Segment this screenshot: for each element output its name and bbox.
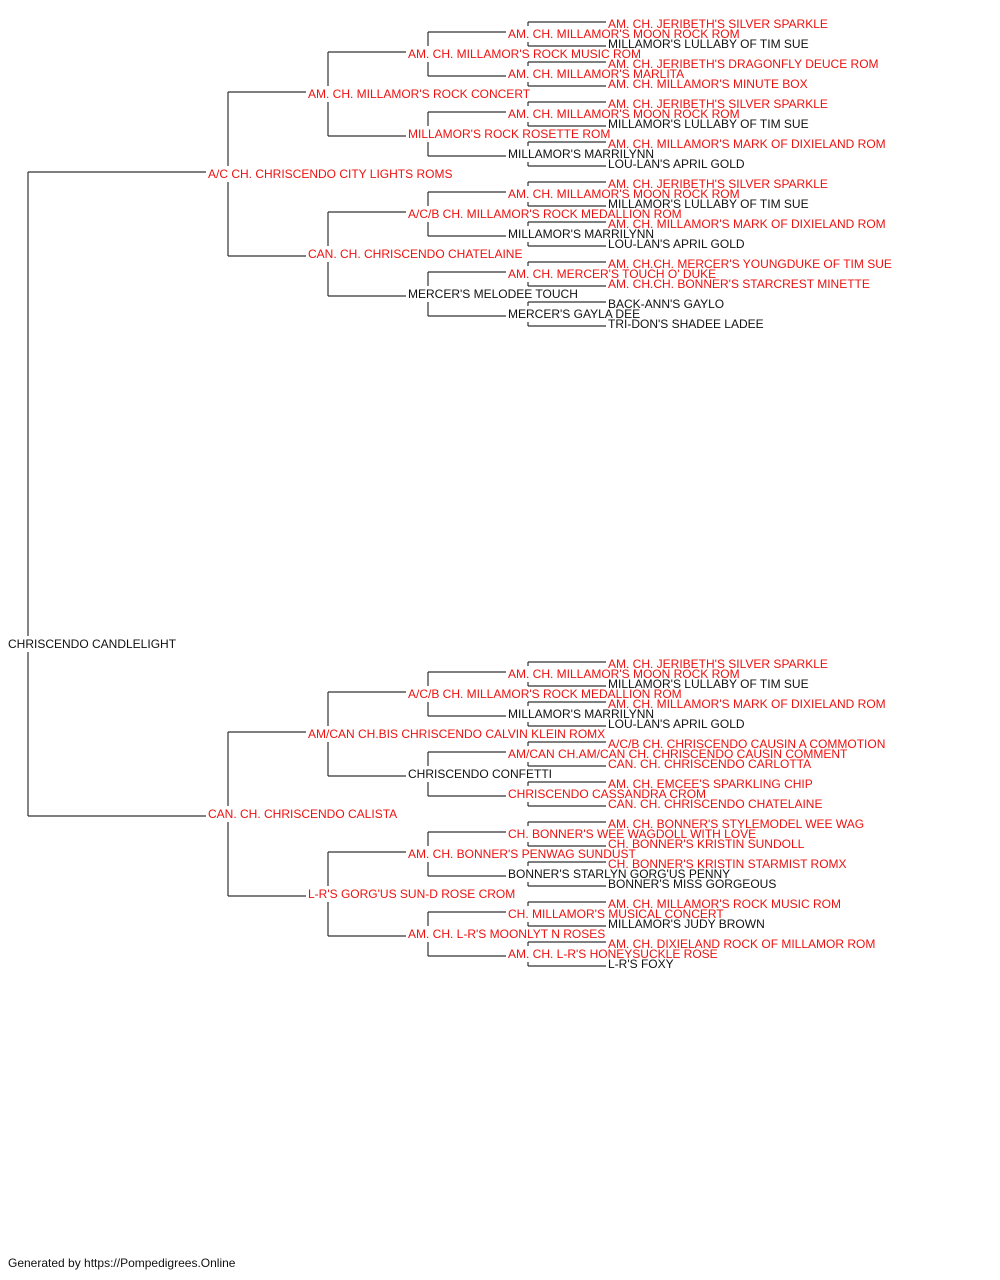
gen4-sire-name: CH. BONNER'S WEE WAGDOLL WITH LOVE xyxy=(508,827,757,841)
gen5-dam-name: CH. BONNER'S KRISTIN SUNDOLL xyxy=(608,837,805,851)
gen5-sire-name: AM. CH. MILLAMOR'S MARK OF DIXIELAND ROM xyxy=(608,137,886,151)
gen2-sire-name: AM. CH. MILLAMOR'S ROCK CONCERT xyxy=(308,87,531,101)
gen5-sire-name: AM. CH. MILLAMOR'S ROCK MUSIC ROM xyxy=(608,897,841,911)
gen2-dam-name: L-R'S GORG'US SUN-D ROSE CROM xyxy=(308,887,516,901)
gen5-dam-name: MILLAMOR'S LULLABY OF TIM SUE xyxy=(608,197,809,211)
gen4-sire-name: AM. CH. MILLAMOR'S MOON ROCK ROM xyxy=(508,667,740,681)
gen4-dam-name: CHRISCENDO CASSANDRA CROM xyxy=(508,787,707,801)
gen5-sire-name: AM. CH. JERIBETH'S SILVER SPARKLE xyxy=(608,97,828,111)
gen5-dam-name: MILLAMOR'S LULLABY OF TIM SUE xyxy=(608,37,809,51)
gen5-sire-name: AM. CH. EMCEE'S SPARKLING CHIP xyxy=(608,777,813,791)
gen5-sire-name: AM. CH. JERIBETH'S SILVER SPARKLE xyxy=(608,177,828,191)
gen3-dam-name: AM. CH. L-R'S MOONLYT N ROSES xyxy=(408,927,606,941)
gen5-sire-name: AM. CH. JERIBETH'S SILVER SPARKLE xyxy=(608,17,828,31)
gen5-sire-name: AM. CH. JERIBETH'S SILVER SPARKLE xyxy=(608,657,828,671)
gen4-sire-name: CH. MILLAMOR'S MUSICAL CONCERT xyxy=(508,907,724,921)
gen4-dam-name: MILLAMOR'S MARRILYNN xyxy=(508,147,655,161)
gen3-dam-name: MERCER'S MELODEE TOUCH xyxy=(408,287,578,301)
gen4-dam-name: BONNER'S STARLYN GORG'US PENNY xyxy=(508,867,731,881)
gen3-sire-name: AM. CH. MILLAMOR'S ROCK MUSIC ROM xyxy=(408,47,641,61)
gen4-sire-name: AM. CH. MILLAMOR'S MOON ROCK ROM xyxy=(508,27,740,41)
gen4-dam-name: MILLAMOR'S MARRILYNN xyxy=(508,707,655,721)
gen5-dam-name: MILLAMOR'S LULLABY OF TIM SUE xyxy=(608,117,809,131)
gen2-dam-name: CAN. CH. CHRISCENDO CHATELAINE xyxy=(308,247,523,261)
gen5-dam-name: BONNER'S MISS GORGEOUS xyxy=(608,877,777,891)
gen5-sire-name: AM. CH. MILLAMOR'S MARK OF DIXIELAND ROM xyxy=(608,697,886,711)
gen3-sire-name: A/C/B CH. MILLAMOR'S ROCK MEDALLION ROM xyxy=(408,687,682,701)
gen1-dam-name: CAN. CH. CHRISCENDO CALISTA xyxy=(208,807,398,821)
gen4-dam-name: MERCER'S GAYLA DEE xyxy=(508,307,641,321)
gen5-dam-name: CAN. CH. CHRISCENDO CARLOTTA xyxy=(608,757,812,771)
gen5-dam-name: MILLAMOR'S JUDY BROWN xyxy=(608,917,765,931)
gen1-sire-name: A/C CH. CHRISCENDO CITY LIGHTS ROMS xyxy=(208,167,453,181)
gen4-sire-name: AM. CH. MILLAMOR'S MOON ROCK ROM xyxy=(508,107,740,121)
gen5-sire-name: AM. CH.CH. MERCER'S YOUNGDUKE OF TIM SUE xyxy=(608,257,892,271)
gen4-dam-name: AM. CH. MILLAMOR'S MARLITA xyxy=(508,67,685,81)
gen3-dam-name: CHRISCENDO CONFETTI xyxy=(408,767,552,781)
generated-by-footer: Generated by https://Pompedigrees.Online xyxy=(8,1256,236,1270)
gen5-dam-name: L-R'S FOXY xyxy=(608,957,674,971)
gen5-sire-name: AM. CH. JERIBETH'S DRAGONFLY DEUCE ROM xyxy=(608,57,879,71)
gen4-sire-name: AM/CAN CH.AM/CAN CH. CHRISCENDO CAUSIN C… xyxy=(508,747,848,761)
gen4-dam-name: AM. CH. L-R'S HONEYSUCKLE ROSE xyxy=(508,947,718,961)
gen4-sire-name: AM. CH. MILLAMOR'S MOON ROCK ROM xyxy=(508,187,740,201)
gen5-sire-name: AM. CH. MILLAMOR'S MARK OF DIXIELAND ROM xyxy=(608,217,886,231)
gen5-dam-name: AM. CH. MILLAMOR'S MINUTE BOX xyxy=(608,77,808,91)
gen5-sire-name: A/C/B CH. CHRISCENDO CAUSIN A COMMOTION xyxy=(608,737,886,751)
gen5-dam-name: MILLAMOR'S LULLABY OF TIM SUE xyxy=(608,677,809,691)
gen2-sire-name: AM/CAN CH.BIS CHRISCENDO CALVIN KLEIN RO… xyxy=(308,727,606,741)
gen3-dam-name: MILLAMOR'S ROCK ROSETTE ROM xyxy=(408,127,611,141)
subject-name: CHRISCENDO CANDLELIGHT xyxy=(8,637,177,651)
gen5-dam-name: LOU-LAN'S APRIL GOLD xyxy=(608,157,745,171)
gen5-dam-name: AM. CH.CH. BONNER'S STARCREST MINETTE xyxy=(608,277,870,291)
gen5-sire-name: CH. BONNER'S KRISTIN STARMIST ROMX xyxy=(608,857,847,871)
gen4-sire-name: AM. CH. MERCER'S TOUCH O' DUKE xyxy=(508,267,717,281)
gen4-dam-name: MILLAMOR'S MARRILYNN xyxy=(508,227,655,241)
gen5-sire-name: AM. CH. BONNER'S STYLEMODEL WEE WAG xyxy=(608,817,865,831)
gen3-sire-name: AM. CH. BONNER'S PENWAG SUNDUST xyxy=(408,847,636,861)
gen5-dam-name: TRI-DON'S SHADEE LADEE xyxy=(608,317,764,331)
gen5-dam-name: LOU-LAN'S APRIL GOLD xyxy=(608,717,745,731)
gen3-sire-name: A/C/B CH. MILLAMOR'S ROCK MEDALLION ROM xyxy=(408,207,682,221)
gen5-sire-name: AM. CH. DIXIELAND ROCK OF MILLAMOR ROM xyxy=(608,937,876,951)
gen5-dam-name: CAN. CH. CHRISCENDO CHATELAINE xyxy=(608,797,823,811)
gen5-dam-name: LOU-LAN'S APRIL GOLD xyxy=(608,237,745,251)
gen5-sire-name: BACK-ANN'S GAYLO xyxy=(608,297,725,311)
